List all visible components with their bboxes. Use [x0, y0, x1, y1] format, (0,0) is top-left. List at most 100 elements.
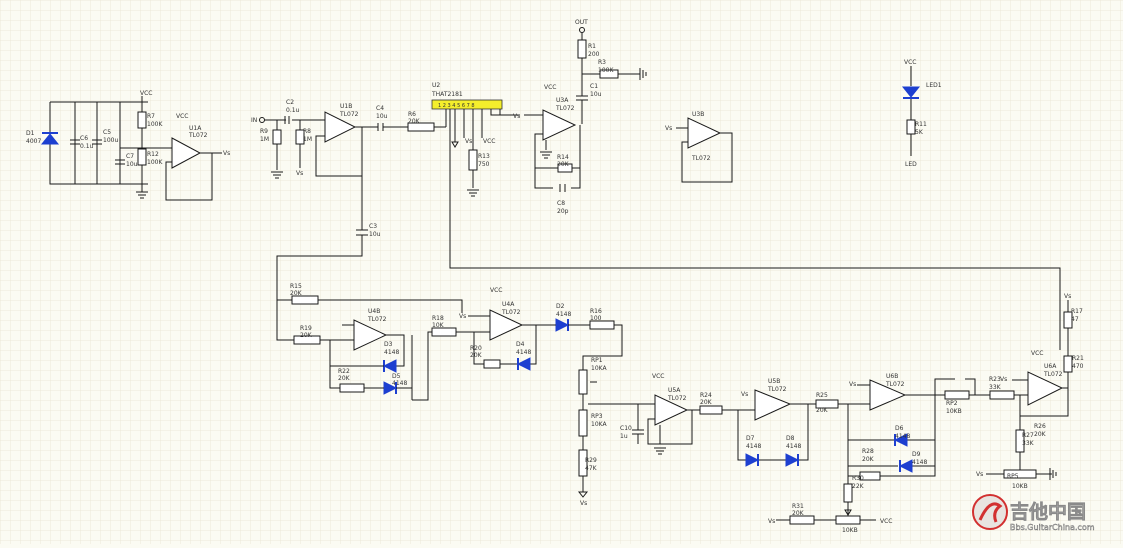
U6A-opamp [1027, 371, 1064, 406]
R31-value: 20K [792, 510, 805, 517]
R7-value: 100K [147, 121, 163, 128]
D3-value: 4148 [384, 349, 399, 356]
u4a-section: VCC U4A TL072 Vs R20 20K D4 4148 D2 4148… [459, 287, 623, 371]
R25-value: 20K [816, 407, 829, 414]
R27-ref: R27 [1022, 432, 1034, 439]
vca-section: 1 2 3 4 5 6 7 8 U2 THAT2181 Vs VCC R13 7… [431, 82, 1061, 350]
U2-chip [431, 99, 503, 110]
vcc-label: VCC [483, 138, 495, 145]
U3A-ref: U3A [556, 97, 569, 104]
input-stage-section: IN R9 1M C2 0.1u R8 1M Vs U1B TL072 C4 1… [251, 99, 446, 341]
in-label: IN [251, 117, 257, 124]
LED1-symbol [901, 86, 921, 98]
R27-value: 33K [1022, 440, 1035, 447]
U6B-value: TL072 [885, 381, 905, 388]
U1B-opamp [324, 111, 357, 143]
R15-ref: R15 [290, 283, 302, 290]
U4B-value: TL072 [367, 316, 387, 323]
R8-value: 1M [303, 136, 312, 143]
D9-value: 4148 [912, 459, 927, 466]
R8-ref: R8 [303, 128, 311, 135]
R17-value: 47 [1071, 316, 1079, 323]
vcc-label: VCC [880, 518, 892, 525]
R13-value: 750 [478, 161, 490, 168]
R18-value: 10K [432, 322, 445, 329]
U5A-value: TL072 [667, 395, 687, 402]
U4B-opamp [353, 319, 388, 351]
C2-value: 0.1u [286, 107, 300, 114]
U3B-ref: U3B [692, 111, 704, 118]
D1-symbol [40, 133, 60, 145]
R14-value: 20K [557, 161, 570, 168]
R1-ref: R1 [588, 43, 596, 50]
D4-value: 4148 [516, 349, 531, 356]
U4A-value: TL072 [501, 309, 521, 316]
C7-value: 10u [126, 161, 138, 168]
U1A-opamp [171, 137, 202, 169]
U6B-ref: U6B [886, 373, 898, 380]
C10-ref: C10 [620, 425, 632, 432]
vs-label: Vs [976, 471, 983, 478]
U2-ref: U2 [432, 82, 440, 89]
U1B-ref: U1B [340, 103, 352, 110]
vcc-label: VCC [176, 113, 188, 120]
vcc-label: VCC [490, 287, 502, 294]
RP1-value: 10KA [591, 365, 607, 372]
vcc-label: VCC [544, 84, 556, 91]
R23-value: 33K [989, 384, 1002, 391]
RP2-value: 10KB [946, 408, 962, 415]
U2-value: THAT2181 [431, 91, 463, 98]
R17-ref: R17 [1071, 308, 1083, 315]
R29-value: 47K [585, 465, 598, 472]
R11-value: 5K [915, 129, 924, 136]
U3A-value: TL072 [555, 105, 575, 112]
R14-ref: R14 [557, 154, 569, 161]
U1A-value: TL072 [188, 132, 208, 139]
rectifier-section: R15 20K R19 20K U4B TL072 R22 20K D3 414… [276, 283, 490, 401]
U5B-value: TL072 [767, 386, 787, 393]
U6A-ref: U6A [1044, 363, 1057, 370]
R7-body [137, 111, 147, 129]
C4-ref: C4 [376, 105, 384, 112]
R16-ref: R16 [590, 308, 602, 315]
U4A-ref: U4A [502, 301, 515, 308]
U6B-opamp [869, 379, 907, 411]
C3-value: 10u [369, 231, 381, 238]
R26-value: 20K [1034, 431, 1047, 438]
R21-value: 470 [1072, 363, 1084, 370]
D3-symbol [382, 359, 397, 373]
D8-ref: D8 [786, 435, 795, 442]
vs-label: Vs [296, 170, 303, 177]
U3A-opamp [542, 109, 577, 141]
R7-ref: R7 [147, 113, 155, 120]
watermark-url: Bbs.GuitarChina.com [1010, 523, 1095, 532]
vcc-label: VCC [652, 373, 664, 380]
D1-value: 4007 [26, 138, 41, 145]
guitarchina-logo-icon [972, 494, 1008, 530]
u3b-section: Vs U3B TL072 [665, 111, 733, 183]
R6-value: 20K [408, 118, 421, 125]
D7-symbol [745, 453, 760, 467]
D6-ref: D6 [895, 425, 904, 432]
u6b-section: Vs U6B TL072 D6 4148 D9 4148 R28 20K R30… [768, 373, 990, 534]
R1-value: 200 [588, 51, 600, 58]
D8-value: 4148 [786, 443, 801, 450]
R28-ref: R28 [862, 448, 874, 455]
R12-body [137, 148, 147, 166]
R20-ref: R20 [470, 345, 482, 352]
vs-label: Vs [665, 125, 672, 132]
RP3-value: 10KA [591, 421, 607, 428]
RP5-ref: RP5 [1007, 473, 1019, 480]
LED1-ref: LED1 [926, 82, 942, 89]
D7-value: 4148 [746, 443, 761, 450]
vs-label: Vs [459, 313, 466, 320]
led-net-label: LED [905, 161, 917, 168]
watermark: 吉他中国 Bbs.GuitarChina.com [972, 494, 1095, 532]
C10-value: 1u [620, 433, 628, 440]
D6-symbol [893, 433, 908, 447]
watermark-text: 吉他中国 [1010, 500, 1086, 523]
R28-value: 20K [862, 456, 875, 463]
C1-value: 10u [590, 91, 602, 98]
